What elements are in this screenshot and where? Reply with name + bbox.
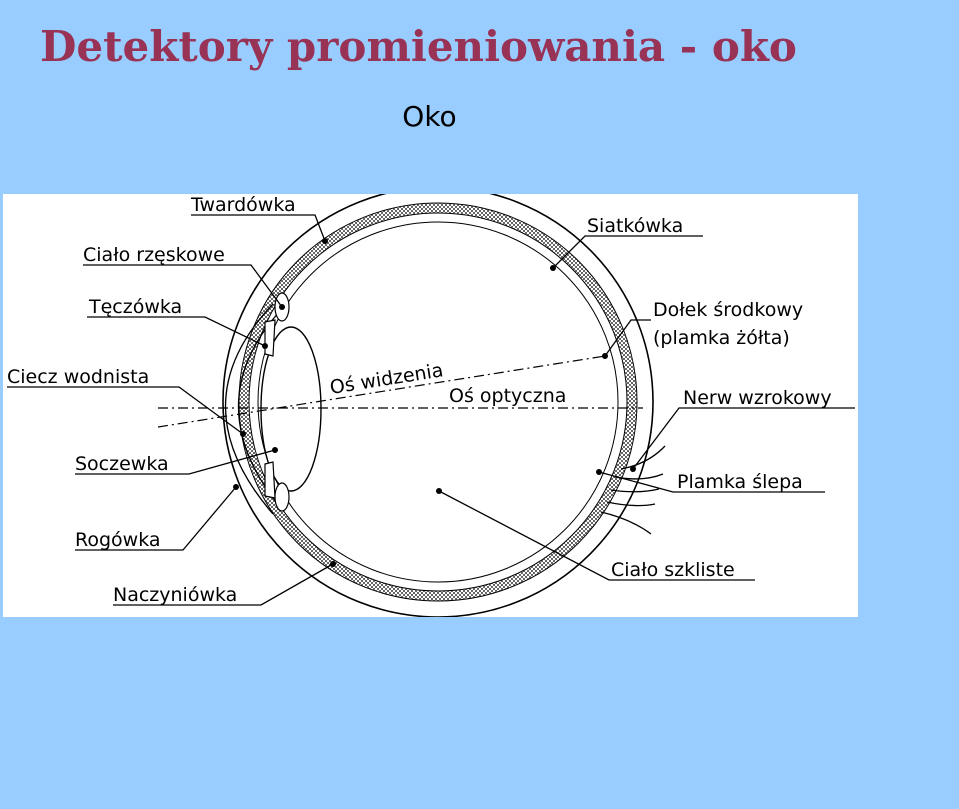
- optic-nerve-lower: [600, 511, 652, 535]
- label-plamka-zolta: (plamka żółta): [653, 327, 790, 349]
- label-teczowka: Tęczówka: [88, 296, 182, 318]
- sclera-outer: [222, 194, 654, 617]
- iris-lower: [264, 461, 276, 499]
- retina-inner-edge: [248, 212, 628, 592]
- label-nerw-wzrokowy: Nerw wzrokowy: [683, 387, 832, 409]
- slide-subtitle: Oko: [402, 100, 457, 133]
- cornea-outer: [225, 303, 274, 515]
- label-soczewka: Soczewka: [75, 453, 169, 475]
- ciliary-body-lower: [274, 482, 290, 512]
- iris-upper: [264, 319, 276, 357]
- label-plamka-slepa: Plamka ślepa: [677, 471, 803, 493]
- eye-diagram: Twardówka Ciało rzęskowe Tęczówka Ciecz …: [3, 194, 858, 617]
- label-ciecz-wodnista: Ciecz wodnista: [7, 366, 149, 388]
- visual-axis-line: [157, 355, 606, 428]
- label-twardowka: Twardówka: [190, 194, 296, 216]
- inner-globe: [257, 221, 619, 583]
- label-os-widzenia: Oś widzenia: [328, 359, 444, 399]
- optic-nerve-upper: [620, 445, 666, 470]
- label-naczyniowka: Naczyniówka: [113, 584, 237, 606]
- label-os-optyczna: Oś optyczna: [449, 385, 566, 407]
- label-siatkowka: Siatkówka: [587, 215, 683, 237]
- label-dolek-srodkowy: Dołek środkowy: [653, 299, 803, 321]
- label-cialo-rzeskowe: Ciało rzęskowe: [83, 244, 225, 266]
- cornea-inner: [237, 311, 280, 507]
- label-cialo-szkliste: Ciało szkliste: [611, 559, 735, 581]
- slide-title: Detektory promieniowania - oko: [40, 22, 797, 71]
- leader-lines: [7, 214, 855, 606]
- retina-band: [239, 203, 637, 601]
- label-rogowka: Rogówka: [75, 529, 161, 551]
